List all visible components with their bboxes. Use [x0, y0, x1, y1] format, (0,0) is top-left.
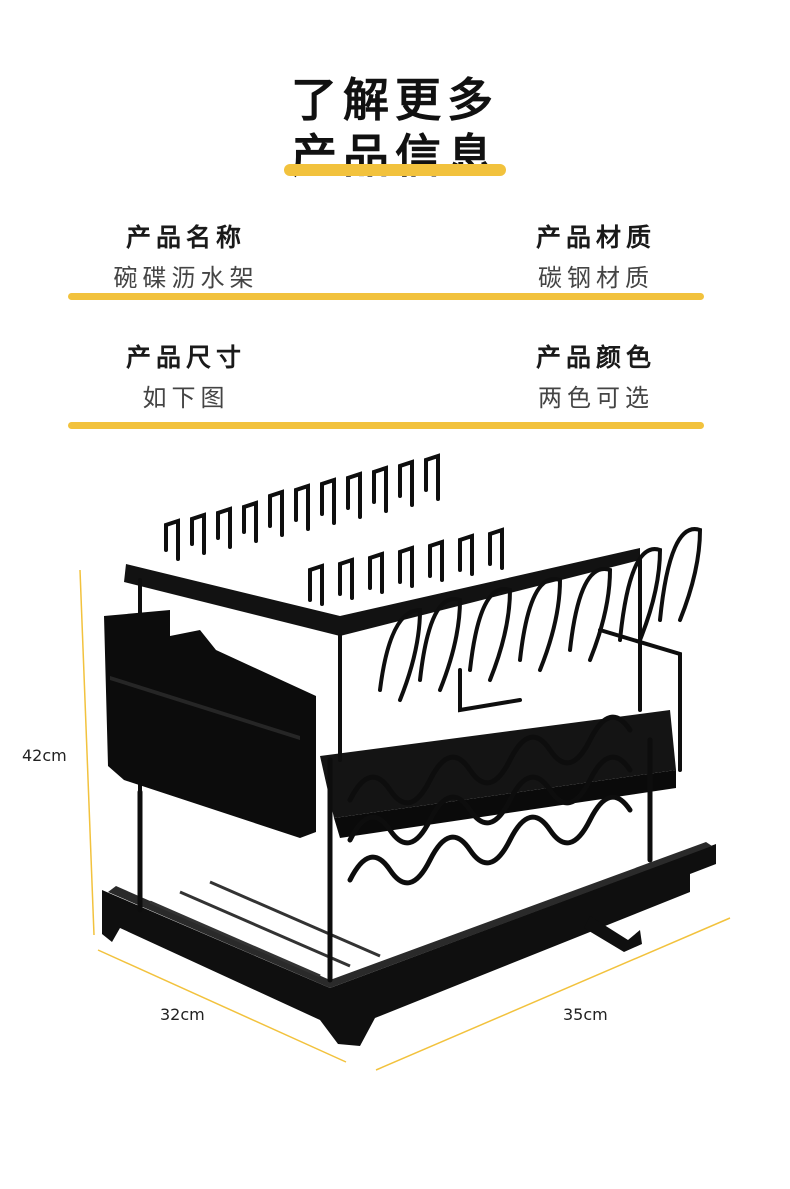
spec-material-value: 碳钢材质	[538, 264, 654, 292]
plate-rack-wires	[138, 453, 703, 794]
lower-basket	[320, 710, 676, 838]
title-line-1: 了解更多	[291, 73, 499, 127]
spec-name-value: 碗碟沥水架	[113, 264, 259, 292]
drip-tray	[102, 842, 716, 1046]
utensil-holder	[104, 610, 316, 838]
divider-bottom	[68, 422, 704, 429]
top-shelf	[124, 548, 640, 636]
dimension-lines	[79, 569, 731, 1071]
spec-material-label: 产品材质	[535, 223, 656, 252]
drain-spout	[584, 916, 642, 952]
spec-size-value: 如下图	[142, 384, 230, 412]
tray-ribs	[149, 880, 381, 978]
dimension-width: 35cm	[563, 1005, 608, 1024]
title-underline	[284, 164, 506, 176]
spec-name-label: 产品名称	[125, 223, 246, 252]
dimension-height: 42cm	[22, 746, 67, 765]
spec-color-label: 产品颜色	[535, 343, 656, 372]
title-block: 了解更多 产品信息	[0, 72, 790, 184]
spec-size-label: 产品尺寸	[125, 343, 246, 372]
lower-basket-wires	[137, 714, 653, 983]
divider-top	[68, 293, 704, 300]
spec-color-value: 两色可选	[538, 384, 654, 412]
dish-rack-illustration	[79, 453, 731, 1071]
dimension-depth: 32cm	[160, 1005, 205, 1024]
